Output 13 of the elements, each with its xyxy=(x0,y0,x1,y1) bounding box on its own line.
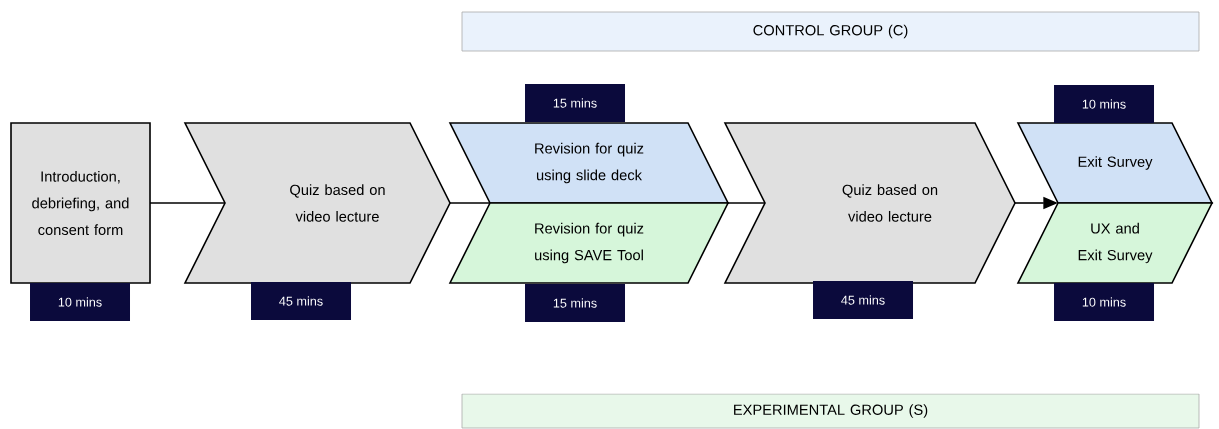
duration-box: 10 mins xyxy=(1054,283,1154,321)
connector-line xyxy=(149,202,226,204)
duration-box: 45 mins xyxy=(813,281,913,319)
duration-box: 15 mins xyxy=(525,284,625,322)
duration-box: 45 mins xyxy=(251,282,351,320)
group-band: EXPERIMENTAL GROUP (S) xyxy=(461,393,1200,429)
duration-box: 10 mins xyxy=(30,283,130,321)
duration-box: 15 mins xyxy=(525,84,625,122)
step-box: Introduction, debriefing, and consent form xyxy=(10,122,151,284)
group-band: CONTROL GROUP (C) xyxy=(461,11,1200,52)
step-box: Quiz based on video lecture xyxy=(183,122,451,284)
duration-box: 10 mins xyxy=(1054,85,1154,123)
step-box: Quiz based on video lecture xyxy=(723,122,1016,284)
